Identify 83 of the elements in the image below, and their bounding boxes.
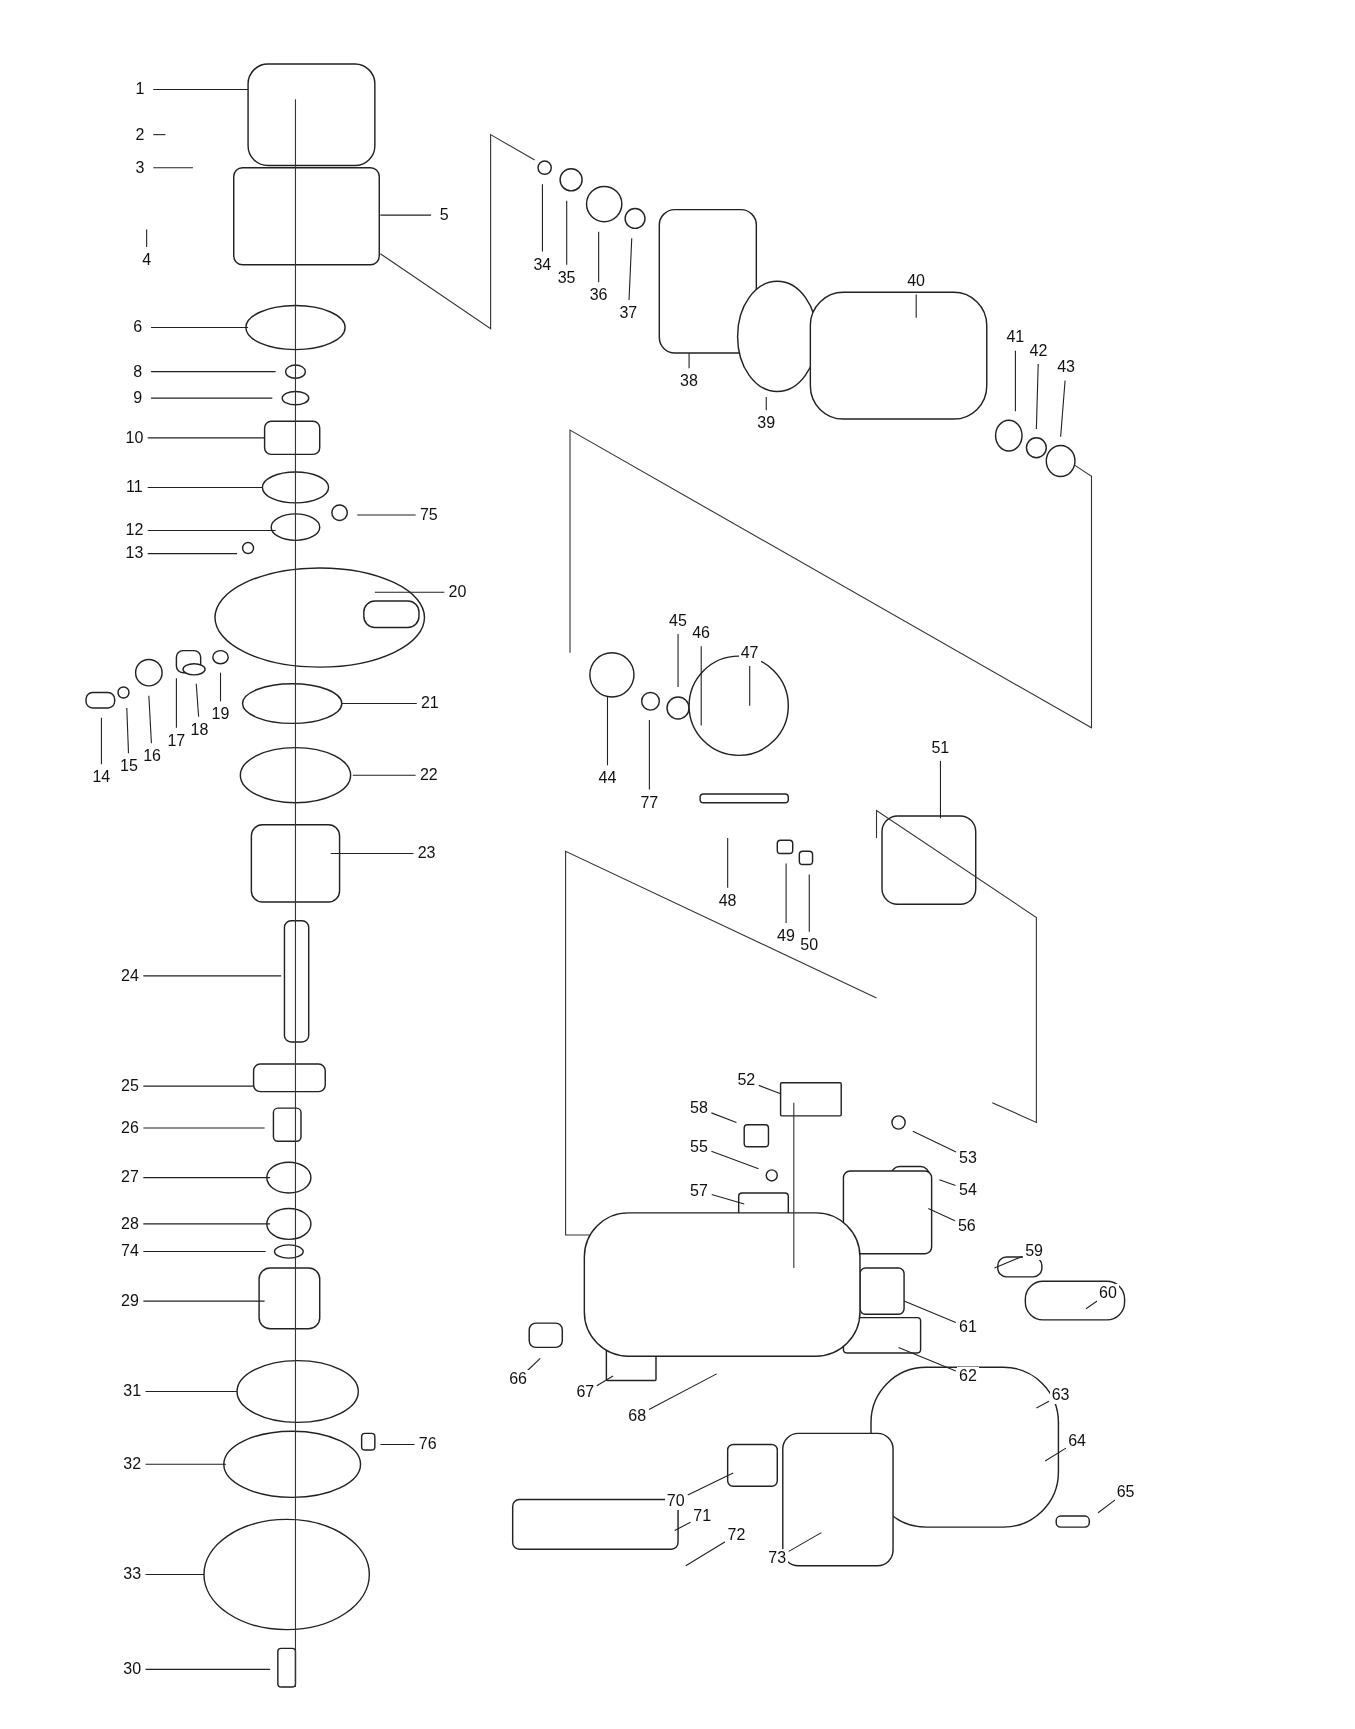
leader-line xyxy=(677,633,679,688)
leader-line xyxy=(710,1150,760,1170)
leader-line xyxy=(142,1127,266,1129)
leader-line xyxy=(150,327,249,329)
leader-line xyxy=(195,683,200,718)
leader-line xyxy=(687,1472,734,1496)
leader-line xyxy=(939,760,941,819)
callout-number: 47 xyxy=(738,643,761,662)
leader-line xyxy=(330,852,414,854)
leader-line xyxy=(1060,379,1066,438)
leader-line xyxy=(152,88,249,90)
leader-line xyxy=(152,134,166,136)
leader-line xyxy=(142,1223,271,1225)
leader-line xyxy=(711,1194,745,1205)
leader-line xyxy=(379,1443,416,1445)
callout-number: 63 xyxy=(1049,1385,1072,1404)
leader-line xyxy=(126,707,130,754)
leader-line xyxy=(674,1521,692,1531)
leader-line xyxy=(148,695,152,744)
leader-line xyxy=(903,1300,957,1324)
leader-line xyxy=(142,1177,271,1179)
leader-line xyxy=(915,293,917,319)
leader-line xyxy=(1085,1300,1098,1310)
leader-line xyxy=(145,1573,205,1576)
leader-line xyxy=(145,1668,271,1670)
callout-number: 65 xyxy=(1114,1482,1137,1501)
leader-line xyxy=(912,1130,957,1153)
leader-line xyxy=(527,1357,541,1371)
leader-line xyxy=(150,397,273,399)
leader-line xyxy=(341,703,418,705)
leader-line xyxy=(1035,363,1039,430)
leader-line xyxy=(1097,1499,1116,1514)
leader-line xyxy=(710,1112,738,1124)
callout-number: 70 xyxy=(664,1491,687,1510)
leader-line xyxy=(175,677,177,729)
leader-line xyxy=(808,873,810,933)
leader-line xyxy=(758,1084,782,1095)
leader-line xyxy=(1014,350,1016,412)
leader-line xyxy=(648,719,650,791)
callout-number: 64 xyxy=(1066,1432,1088,1450)
leader-line xyxy=(150,371,277,373)
leader-line xyxy=(142,1085,255,1087)
leader-line xyxy=(596,1375,614,1387)
leader-line xyxy=(688,352,690,369)
leader-line xyxy=(147,553,238,555)
callout-number: 60 xyxy=(1097,1284,1119,1303)
callout-number: 72 xyxy=(725,1525,748,1544)
leader-line xyxy=(1035,1400,1050,1409)
leader-line xyxy=(142,1300,266,1302)
leader-line xyxy=(152,167,194,169)
leader-line xyxy=(628,237,633,301)
leader-line xyxy=(100,717,102,765)
callout-number: 59 xyxy=(1023,1242,1045,1261)
leader-line xyxy=(147,486,263,488)
leader-line xyxy=(749,665,751,707)
leader-line xyxy=(685,1541,726,1567)
leader-line xyxy=(356,514,417,516)
leader-line xyxy=(541,183,543,253)
leader-line xyxy=(765,396,767,411)
leader-line xyxy=(898,1346,957,1372)
leader-line xyxy=(606,696,609,766)
leader-line xyxy=(145,1390,238,1393)
leader-line xyxy=(146,228,148,248)
leader-line xyxy=(1044,1447,1067,1462)
leader-line xyxy=(219,672,222,702)
leader-line xyxy=(379,214,432,216)
leader-line xyxy=(993,1256,1023,1269)
leader-line xyxy=(927,1207,956,1222)
leader-line xyxy=(938,1179,957,1186)
leader-line xyxy=(142,975,282,977)
leader-line xyxy=(147,437,266,439)
leader-line xyxy=(648,1373,718,1411)
leader-line xyxy=(785,862,787,924)
leader-line xyxy=(145,1463,227,1465)
leader-line xyxy=(727,837,729,889)
leader-line xyxy=(374,591,445,593)
leader-line xyxy=(598,231,600,283)
leader-line xyxy=(142,1250,267,1253)
leader-line xyxy=(566,200,568,266)
leader-line xyxy=(788,1532,822,1552)
leader-line xyxy=(700,645,702,727)
leader-line xyxy=(352,774,417,776)
leader-line xyxy=(147,529,277,531)
